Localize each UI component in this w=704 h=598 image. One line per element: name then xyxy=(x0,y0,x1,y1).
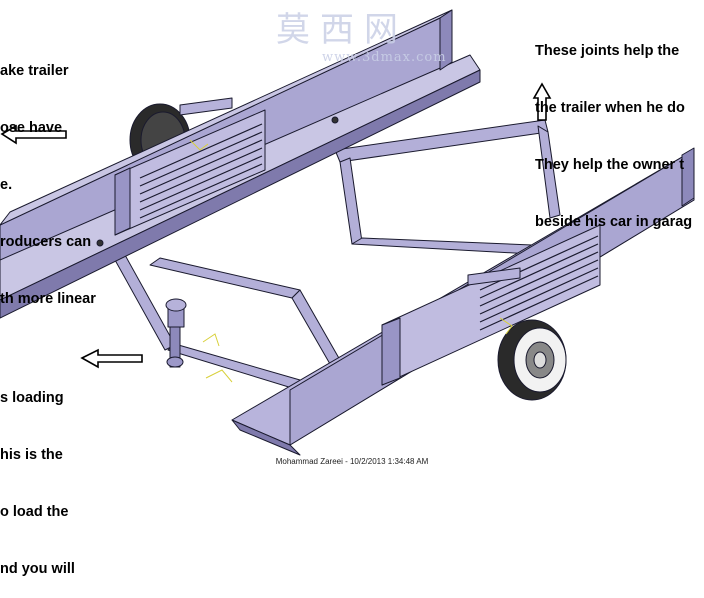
annotation-line: e. xyxy=(0,177,13,193)
annotation-top-right: These joints help the the trailer when h… xyxy=(535,4,692,251)
annotation-line: beside his car in garag xyxy=(535,214,693,230)
trailer-model xyxy=(0,9,695,456)
left-spring-pack xyxy=(114,97,266,236)
annotation-line: his is the xyxy=(0,447,63,463)
annotation-line: They help the owner t xyxy=(535,157,685,173)
annotation-top-left: ake trailer ose have e. roducers can th … xyxy=(0,24,96,328)
arrow-left-icon xyxy=(0,124,67,145)
arrow-left-icon xyxy=(80,348,143,369)
hitch-icon xyxy=(165,298,187,368)
annotation-line: the trailer when he do xyxy=(535,100,685,116)
annotation-line: o load the xyxy=(0,504,69,520)
right-spring-pack xyxy=(381,224,601,386)
annotation-line: s loading xyxy=(0,390,64,406)
watermark-url: www.3dmax.com xyxy=(322,50,447,65)
footer-credit: Mohammad Zareei - 10/2/2013 1:34:48 AM xyxy=(275,457,429,466)
arrow-up-icon xyxy=(532,82,552,121)
annotation-bottom-left: s loading his is the o load the nd you w… xyxy=(0,351,75,598)
cross-frame xyxy=(114,119,561,389)
annotation-line: These joints help the xyxy=(535,43,680,59)
annotation-line: roducers can xyxy=(0,234,92,250)
annotation-line: th more linear xyxy=(0,291,96,307)
watermark-chinese: 莫西网 xyxy=(276,10,408,50)
cad-viewport xyxy=(0,9,695,456)
annotation-line: ake trailer xyxy=(0,63,69,79)
annotation-line: ose have xyxy=(0,120,63,136)
wheel-icon xyxy=(497,319,567,401)
annotation-line: nd you will xyxy=(0,561,75,577)
